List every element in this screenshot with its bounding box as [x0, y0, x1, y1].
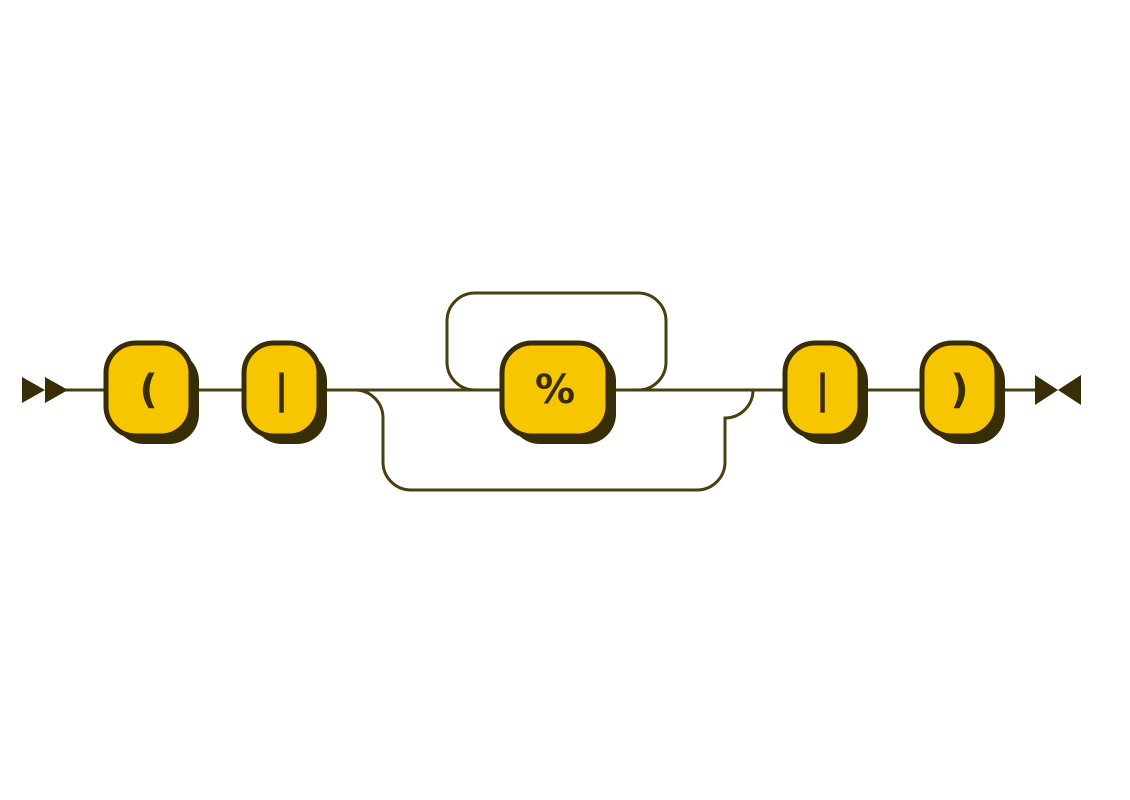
- node-pipe-2-label: |: [815, 367, 830, 414]
- node-close-paren-label: ): [950, 367, 968, 413]
- node-pipe-2-box: [782, 340, 863, 439]
- node-pipe-1-label: |: [274, 367, 289, 414]
- node-close-paren-box: [919, 340, 1000, 439]
- node-open-paren: (: [103, 340, 199, 444]
- node-open-paren-box: [103, 340, 194, 439]
- node-pipe-2: |: [782, 340, 868, 444]
- repeat-loop-wire: [445, 291, 668, 392]
- end-marker-icon: [1035, 375, 1081, 405]
- bypass-wire: [354, 388, 755, 492]
- node-pipe-1-box: [241, 340, 322, 439]
- node-percent: %: [499, 340, 616, 444]
- node-percent-label: %: [535, 367, 575, 413]
- node-close-paren: ): [919, 340, 1005, 444]
- node-percent-box: [499, 340, 611, 439]
- node-open-paren-label: (: [139, 367, 157, 413]
- start-marker-icon: [22, 377, 68, 403]
- node-pipe-1: |: [241, 340, 327, 444]
